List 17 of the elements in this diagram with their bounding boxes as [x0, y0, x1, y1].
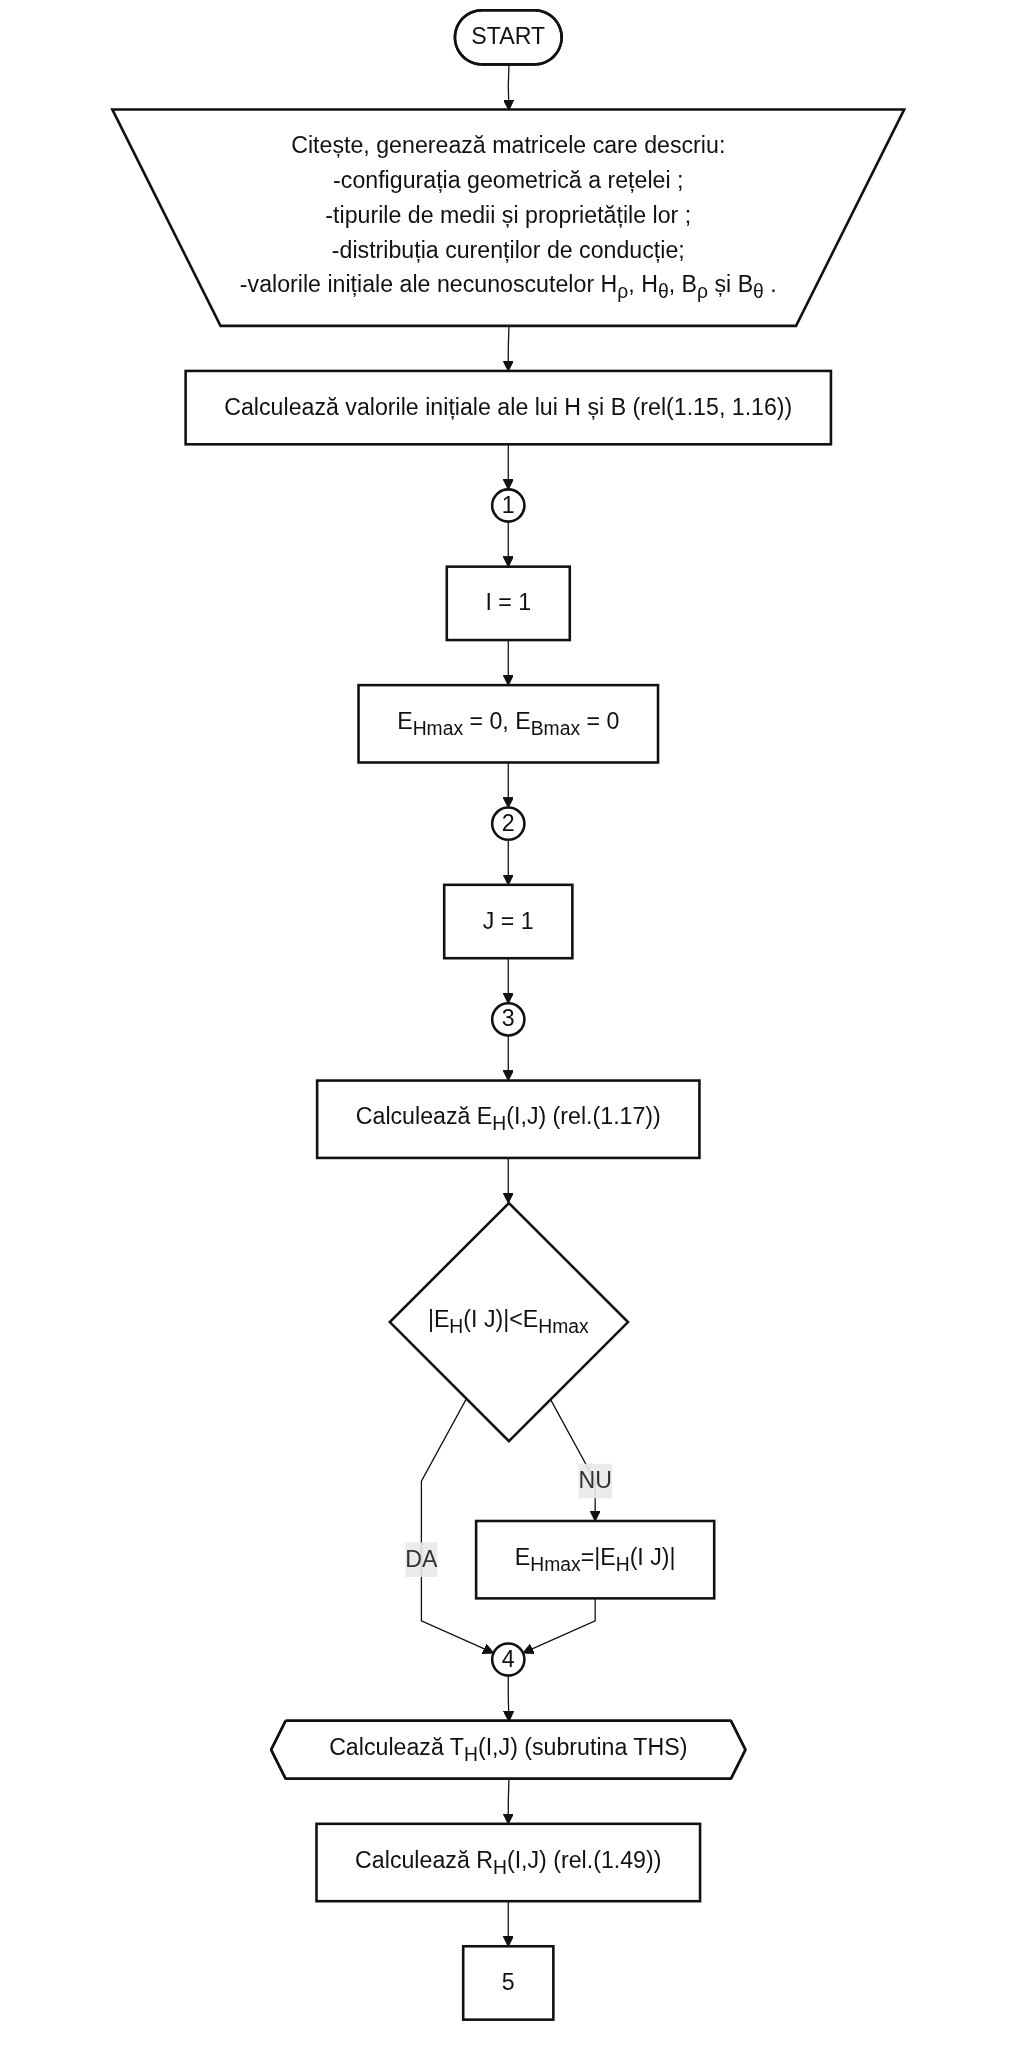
edge-label: NU — [578, 1467, 613, 1494]
node-circle: 3 — [491, 1002, 526, 1037]
node-box: Calculează valorile inițiale ale lui H și B (rel(1.15, 1.16)) — [184, 369, 833, 446]
node-box: I = 1 — [445, 565, 572, 642]
arrow — [420, 1398, 495, 1655]
node-circle: 2 — [491, 806, 526, 842]
node-box: J = 1 — [443, 883, 574, 960]
node-circle: 1 — [491, 488, 526, 523]
node-box: E$_{Hmax}$=|E$_{H}$(I J)| — [475, 1519, 716, 1600]
node-diamond: |E$_{H}$(I J)|<E$_{Hmax}$ — [388, 1201, 631, 1443]
edge-label: DA — [405, 1546, 438, 1572]
node-box: E$_{Hmax}$ = 0, E$_{Bmax}$ = 0 — [357, 683, 660, 764]
arrow — [502, 1157, 515, 1204]
node-box: 5 — [462, 1944, 555, 2021]
node-circle: 4 — [491, 1642, 526, 1677]
node-box: Calculează R$_{H}$(I,J) (rel.(1.49)) — [315, 1822, 702, 1903]
node-box: Calculează E$_{H}$(I,J) (rel.(1.17)) — [316, 1079, 701, 1160]
